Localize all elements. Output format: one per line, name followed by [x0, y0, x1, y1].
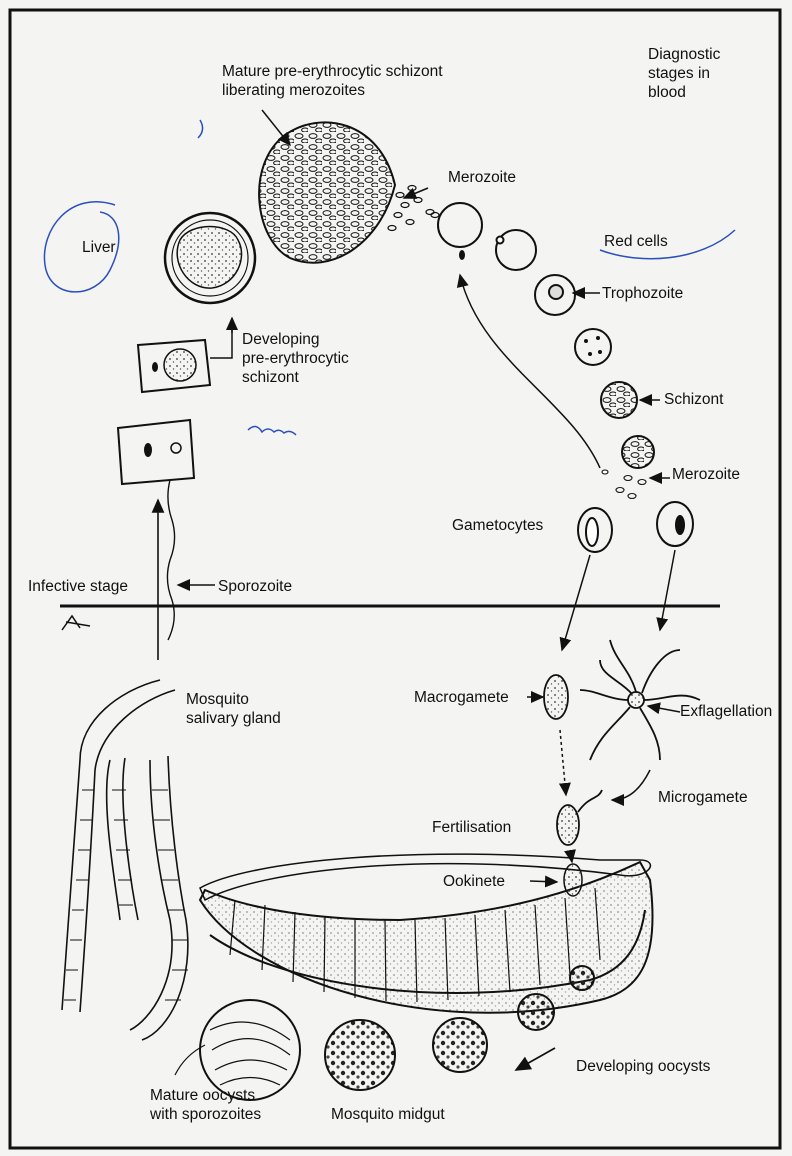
- label-sporozoite: Sporozoite: [218, 577, 292, 596]
- gamete-figures: [527, 640, 700, 882]
- developing-schizont-figure: [138, 340, 210, 392]
- label-developing-schizont: Developing pre-erythrocytic schizont: [242, 330, 349, 387]
- label-merozoite-right: Merozoite: [672, 465, 740, 484]
- label-mature-schizont: Mature pre-erythrocytic schizont liberat…: [222, 62, 443, 100]
- blood-stage-figures: [404, 188, 693, 650]
- label-diagnostic-stages: Diagnostic stages in blood: [648, 45, 720, 102]
- mature-oocyst-figure: [175, 1000, 300, 1100]
- label-trophozoite: Trophozoite: [602, 284, 683, 303]
- salivary-gland-figure: [62, 680, 188, 1040]
- label-ookinete: Ookinete: [443, 872, 505, 891]
- label-merozoite-top: Merozoite: [448, 168, 516, 187]
- hepatocyte-figure: [118, 420, 194, 484]
- label-macrogamete: Macrogamete: [414, 688, 509, 707]
- label-schizont: Schizont: [664, 390, 723, 409]
- label-gametocytes: Gametocytes: [452, 516, 543, 535]
- label-exflagellation: Exflagellation: [680, 702, 772, 721]
- label-microgamete: Microgamete: [658, 788, 748, 807]
- label-infective-stage: Infective stage: [28, 577, 128, 596]
- label-fertilisation: Fertilisation: [432, 818, 511, 837]
- label-developing-oocysts: Developing oocysts: [576, 1057, 710, 1076]
- liver-schizont-figure: [165, 213, 255, 303]
- label-liver: Liver: [82, 238, 116, 257]
- mature-schizont-figure: [259, 122, 434, 262]
- label-mature-oocysts: Mature oocysts with sporozoites: [150, 1086, 261, 1124]
- label-mosquito-salivary-gland: Mosquito salivary gland: [186, 690, 281, 728]
- label-mosquito-midgut: Mosquito midgut: [331, 1105, 445, 1124]
- handwritten-mark: [62, 616, 90, 630]
- label-red-cells: Red cells: [604, 232, 668, 251]
